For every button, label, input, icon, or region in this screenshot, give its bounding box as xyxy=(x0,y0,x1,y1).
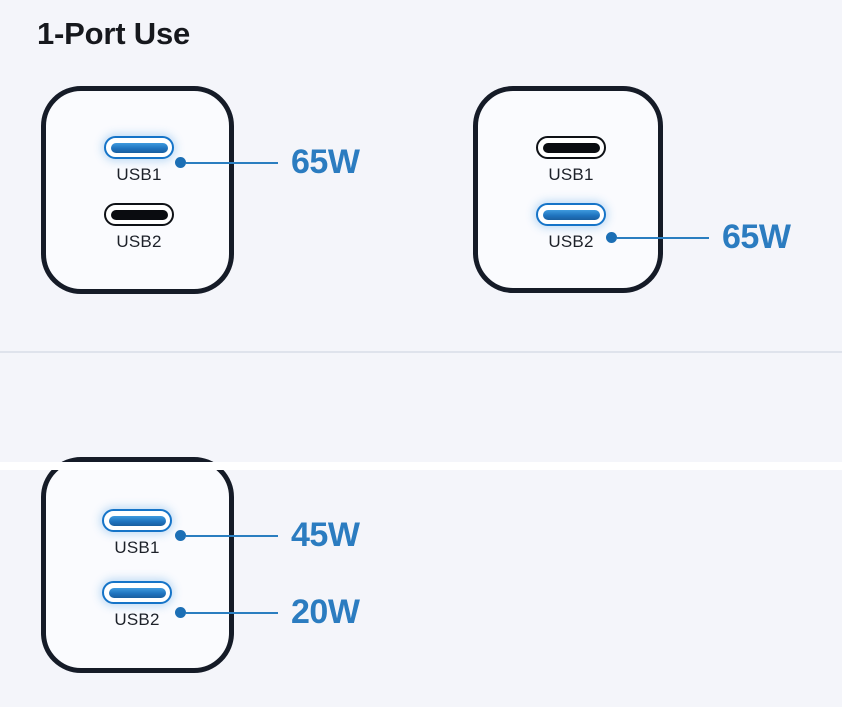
screenshot-seam-band xyxy=(0,462,842,470)
port-label-usb1: USB1 xyxy=(548,165,594,184)
callout-dot-icon xyxy=(175,157,186,168)
power-value-20w: 20W xyxy=(291,593,360,631)
callout-2a-usb1: 45W xyxy=(175,516,360,555)
usb-c-port-icon-inactive[interactable] xyxy=(104,203,174,226)
port-group-2a: USB1 USB2 xyxy=(102,509,172,630)
port-row-usb2: USB2 xyxy=(104,203,174,252)
callout-2a-usb2: 20W xyxy=(175,593,360,632)
port-group-1a: USB1 USB2 xyxy=(104,136,174,252)
port-group-1b: USB1 USB2 xyxy=(536,136,606,252)
callout-leader-line xyxy=(186,534,278,537)
port-row-usb1: USB1 xyxy=(102,509,172,558)
charger-body-1a xyxy=(41,86,234,294)
usb-c-port-icon-inactive[interactable] xyxy=(536,136,606,159)
heading-one-port: 1-Port Use xyxy=(37,16,191,51)
port-row-usb1: USB1 xyxy=(104,136,174,185)
port-label-usb2: USB2 xyxy=(116,232,162,251)
usb-c-port-icon-active[interactable] xyxy=(536,203,606,226)
charger-body-2a xyxy=(41,457,234,673)
port-label-usb1: USB1 xyxy=(116,165,162,184)
callout-1b-usb2: 65W xyxy=(606,218,791,257)
port-label-usb2: USB2 xyxy=(548,232,594,251)
power-value-65w: 65W xyxy=(722,218,791,256)
callout-dot-icon xyxy=(175,530,186,541)
callout-1a-usb1: 65W xyxy=(175,143,360,182)
power-value-45w: 45W xyxy=(291,516,360,554)
callout-dot-icon xyxy=(606,232,617,243)
port-label-usb2: USB2 xyxy=(114,610,160,629)
power-value-65w: 65W xyxy=(291,143,360,181)
port-row-usb2: USB2 xyxy=(536,203,606,252)
section-one-port: 1-Port Use xyxy=(0,0,842,352)
port-label-usb1: USB1 xyxy=(114,538,160,557)
callout-leader-line xyxy=(186,161,278,164)
callout-dot-icon xyxy=(175,607,186,618)
section-divider xyxy=(0,351,842,353)
callout-leader-line xyxy=(617,236,709,239)
usb-c-port-icon-active[interactable] xyxy=(102,509,172,532)
port-row-usb2: USB2 xyxy=(102,581,172,630)
callout-leader-line xyxy=(186,611,278,614)
charger-body-1b xyxy=(473,86,663,293)
usb-c-port-icon-active[interactable] xyxy=(102,581,172,604)
usb-c-port-icon-active[interactable] xyxy=(104,136,174,159)
port-row-usb1: USB1 xyxy=(536,136,606,185)
